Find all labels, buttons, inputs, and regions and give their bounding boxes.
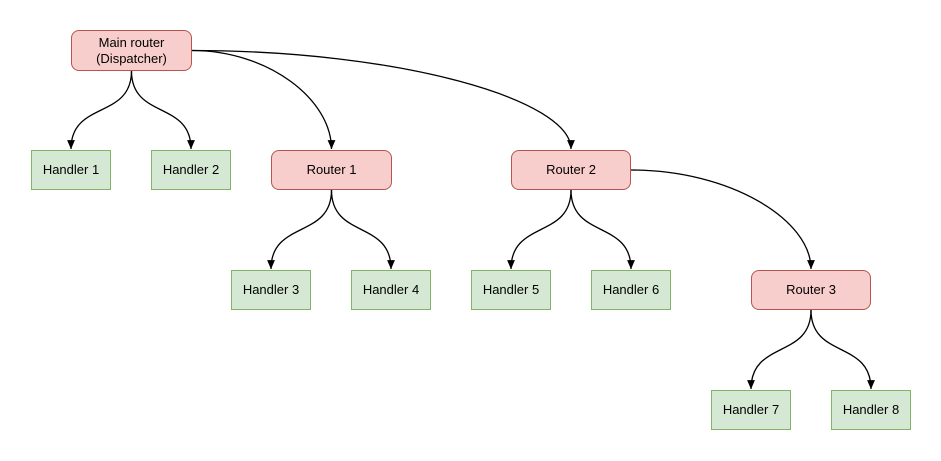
node-h1: Handler 1 <box>31 150 111 190</box>
node-label: Handler 2 <box>162 162 220 177</box>
edge-r1-h4 <box>330 189 395 270</box>
node-label: Handler 3 <box>242 282 300 297</box>
node-label: Handler 5 <box>482 282 540 297</box>
node-label: Router 1 <box>306 162 357 177</box>
node-label: Handler 1 <box>42 162 100 177</box>
edge-main-r1 <box>191 49 336 150</box>
node-h2: Handler 2 <box>151 150 231 190</box>
node-r2: Router 2 <box>511 150 631 190</box>
node-label: Router 2 <box>546 162 596 177</box>
node-label: Handler 6 <box>602 282 660 297</box>
node-label: Handler 8 <box>842 402 900 417</box>
edge-r3-h7 <box>747 309 812 390</box>
node-label: Handler 4 <box>362 282 420 297</box>
node-label: Router 3 <box>786 282 836 297</box>
node-h7: Handler 7 <box>711 390 791 430</box>
edge-main-h2 <box>130 70 195 150</box>
edge-r3-h8 <box>810 309 875 390</box>
edge-r2-r3 <box>630 169 815 270</box>
node-h6: Handler 6 <box>591 270 671 310</box>
node-h3: Handler 3 <box>231 270 311 310</box>
edge-r2-h6 <box>570 189 635 270</box>
node-label: Handler 7 <box>722 402 780 417</box>
node-h4: Handler 4 <box>351 270 431 310</box>
edge-main-h1 <box>67 70 133 150</box>
edge-r1-h3 <box>267 189 333 270</box>
node-h5: Handler 5 <box>471 270 551 310</box>
node-h8: Handler 8 <box>831 390 911 430</box>
node-r1: Router 1 <box>271 150 392 190</box>
node-label: Main router (Dispatcher) <box>96 34 167 66</box>
edge-r2-h5 <box>507 189 572 270</box>
node-main: Main router (Dispatcher) <box>71 30 192 71</box>
edge-main-r2 <box>191 49 575 150</box>
node-r3: Router 3 <box>751 270 871 310</box>
